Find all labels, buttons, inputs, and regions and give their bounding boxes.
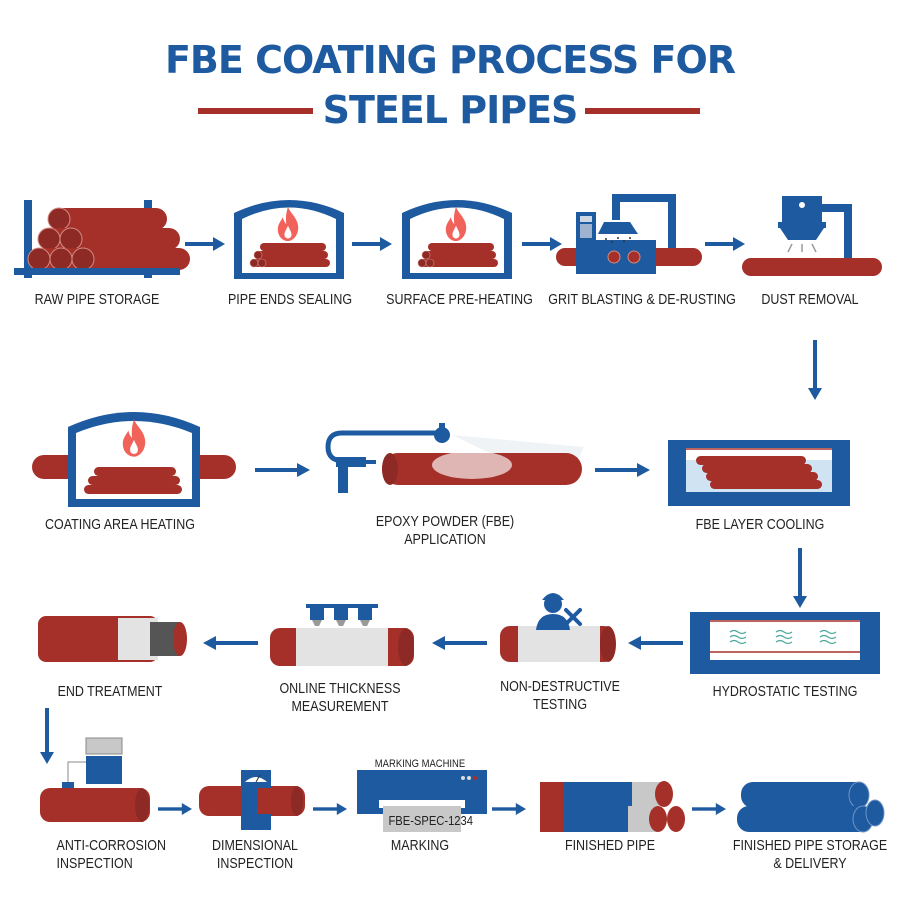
step-label: DIMENSIONAL [212, 838, 298, 854]
cooling-tank-icon [668, 440, 850, 506]
step-label-line2: MEASUREMENT [291, 699, 389, 715]
arrow-left-10-11 [432, 636, 487, 650]
step-label: EPOXY POWDER (FBE) [375, 514, 515, 530]
marking-machine-icon [357, 770, 487, 832]
step-label-line2: APPLICATION [404, 532, 486, 548]
arrow-right-4-5 [705, 237, 745, 251]
arrow-down-8-9 [793, 548, 807, 608]
marking-stamp-text: FBE-SPEC-1234 [388, 813, 473, 828]
step-label: NON-DESTRUCTIVE [500, 679, 620, 695]
thickness-sensor-icon [270, 604, 414, 666]
step-label: FBE LAYER COOLING [695, 517, 825, 533]
step-label: RAW PIPE STORAGE [34, 292, 160, 308]
arrow-right-16-17 [692, 803, 726, 815]
step-label: HYDROSTATIC TESTING [712, 684, 858, 700]
holiday-detector-icon [40, 737, 150, 822]
gauge-icon [199, 770, 305, 830]
arrow-right-15-16 [492, 803, 526, 815]
step-label: COATING AREA HEATING [45, 517, 195, 533]
title-line-2: STEEL PIPES [322, 88, 579, 132]
dust-collector-icon [742, 196, 882, 276]
pipe-stack-icon [737, 781, 885, 833]
coated-pipes-icon [540, 781, 685, 832]
step-label: FINISHED PIPE STORAGE [732, 838, 888, 854]
step-label-line2: TESTING [532, 697, 588, 713]
title-rule-right [585, 108, 700, 114]
arrow-right-6-7 [255, 463, 310, 477]
step-label: PIPE ENDS SEALING [227, 292, 353, 308]
furnace-icon [234, 200, 344, 279]
step-label: ANTI-CORROSION [56, 838, 167, 854]
arrow-left-9-10 [628, 636, 683, 650]
step-label: SURFACE PRE-HEATING [386, 292, 533, 308]
title-rule-left [198, 108, 313, 114]
step-label: MARKING [390, 838, 450, 854]
marking-machine-label: MARKING MACHINE [374, 758, 466, 770]
step-label: ONLINE THICKNESS [279, 681, 401, 697]
furnace-icon [402, 200, 512, 279]
arrow-down-12-13 [40, 708, 54, 764]
arrow-left-11-12 [203, 636, 258, 650]
arrow-right-14-15 [313, 803, 347, 815]
step-label: END TREATMENT [57, 684, 163, 700]
step-label-line2: & DELIVERY [773, 856, 847, 872]
blasting-machine-icon [556, 194, 702, 274]
step-label-line2: INSPECTION [56, 856, 133, 872]
induction-furnace-icon [32, 412, 236, 507]
title-line-1: FBE COATING PROCESS FOR [164, 38, 736, 82]
inspector-icon [500, 593, 616, 662]
arrow-right-1-2 [185, 237, 225, 251]
step-label: DUST REMOVAL [761, 292, 859, 308]
step-label-line2: INSPECTION [216, 856, 294, 872]
water-tank-icon [690, 612, 880, 674]
step-label: GRIT BLASTING & DE-RUSTING [548, 292, 736, 308]
step-label: FINISHED PIPE [564, 838, 656, 854]
pipe-end-icon [38, 616, 187, 662]
pipe-rack-icon [14, 200, 190, 278]
arrow-right-7-8 [595, 463, 650, 477]
arrow-right-2-3 [352, 237, 392, 251]
arrow-down-5-6 [808, 340, 822, 400]
spray-gun-icon [325, 423, 584, 493]
arrow-right-13-14 [158, 803, 192, 815]
